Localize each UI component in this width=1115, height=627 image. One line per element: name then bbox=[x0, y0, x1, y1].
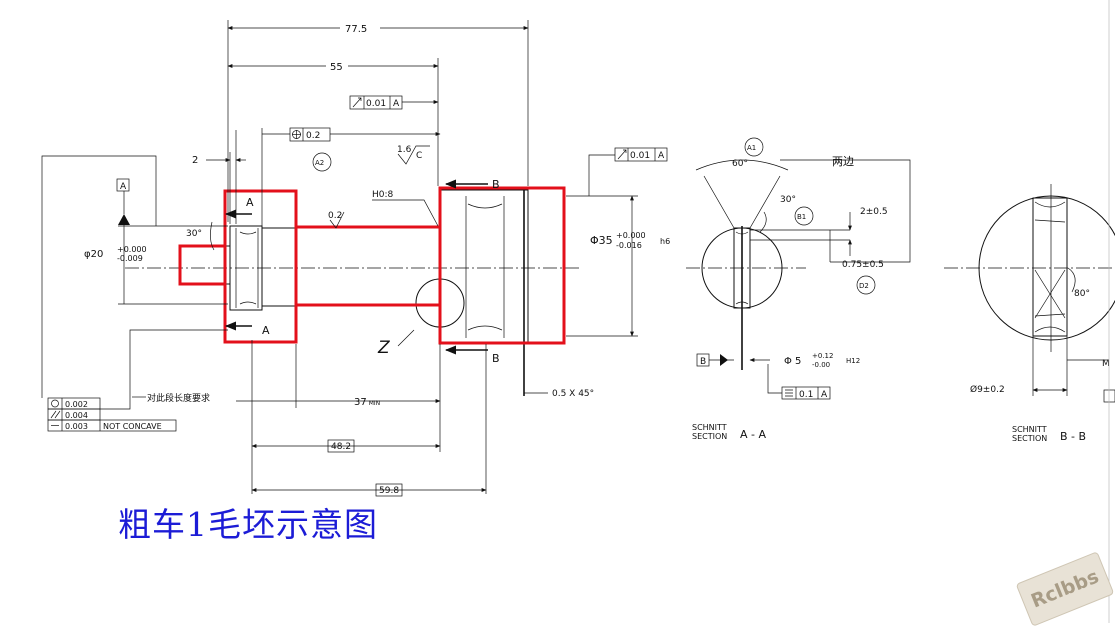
gdt-runout-right: 0.01 A bbox=[588, 147, 668, 196]
svg-text:-0.009: -0.009 bbox=[117, 254, 143, 263]
fit-h08-label: H0:8 bbox=[372, 190, 394, 200]
section-a-angle-60: 60° bbox=[732, 159, 748, 169]
section-a-title-3: A - A bbox=[740, 428, 766, 441]
svg-text:-0.016: -0.016 bbox=[616, 241, 642, 250]
balloon-b1 bbox=[794, 206, 814, 226]
section-b-angle-80: 80° bbox=[1074, 289, 1090, 299]
dim-length-59: 59.8 bbox=[379, 486, 399, 496]
balloon-d2 bbox=[856, 275, 876, 295]
section-a-top-label: A bbox=[246, 196, 254, 209]
shaft-large-flange bbox=[439, 189, 529, 345]
svg-text:A: A bbox=[393, 99, 400, 109]
svg-text:1.6: 1.6 bbox=[397, 145, 412, 155]
highlight-box-middle bbox=[296, 225, 440, 307]
section-b-title-3: B - B bbox=[1060, 430, 1086, 443]
datum-a-box bbox=[116, 178, 130, 192]
svg-text:0.01: 0.01 bbox=[630, 151, 650, 161]
section-a-angle-30: 30° bbox=[780, 195, 796, 205]
note-length-requirement: 对此段长度要求 bbox=[147, 392, 210, 404]
shaft-body bbox=[262, 227, 440, 307]
svg-text:H12: H12 bbox=[846, 357, 860, 365]
dim-dia35-main: Φ35 bbox=[590, 234, 613, 247]
section-b-title-2: SECTION bbox=[1012, 434, 1047, 443]
highlight-stub bbox=[178, 244, 225, 286]
svg-text:0.01: 0.01 bbox=[366, 99, 386, 109]
shaft-left-stub bbox=[179, 245, 231, 285]
svg-text:0.2: 0.2 bbox=[306, 131, 320, 141]
svg-text:A: A bbox=[821, 390, 828, 400]
dim-dia20-main: φ20 bbox=[84, 249, 103, 260]
svg-text:B: B bbox=[700, 357, 706, 367]
svg-text:0.003: 0.003 bbox=[65, 422, 88, 431]
dim-length-48: 48.2 bbox=[331, 442, 351, 452]
svg-text:0.002: 0.002 bbox=[65, 400, 88, 409]
angle-30-left: 30° bbox=[186, 229, 202, 239]
section-a-title-1: SCHNITT bbox=[692, 423, 727, 432]
svg-text:-0.00: -0.00 bbox=[812, 361, 830, 369]
dim-length-55: 55 bbox=[330, 62, 343, 73]
balloon-a2 bbox=[312, 152, 332, 172]
svg-text:0.1: 0.1 bbox=[799, 390, 813, 400]
top-dimensions: 77.5 55 0.01 A 0.2 2 bbox=[192, 20, 529, 229]
svg-text:A: A bbox=[120, 182, 127, 192]
surface-roughness-1-6: 1.6 C bbox=[397, 145, 430, 165]
section-a-a-view: 60° A1 两边 30° B1 2±0.5 0.75±0.5 D2 B Φ 5… bbox=[686, 137, 911, 441]
highlight-box-left bbox=[223, 189, 298, 344]
svg-text:C: C bbox=[416, 151, 422, 161]
svg-text:A1: A1 bbox=[747, 144, 756, 152]
section-b-bottom-label: B bbox=[492, 352, 500, 365]
highlight-box-right bbox=[438, 186, 566, 345]
shaft-collar bbox=[229, 225, 263, 311]
note-both-sides: 两边 bbox=[832, 155, 854, 168]
dim-length-2: 2 bbox=[192, 155, 198, 166]
gdt-position: 0.2 bbox=[261, 127, 441, 226]
surface-roughness-0-2: 0.2 bbox=[328, 211, 345, 229]
section-a-title-2: SECTION bbox=[692, 432, 727, 441]
dim-dia5-main: Φ 5 bbox=[784, 356, 801, 367]
gdt-cross-hole: 0.1 A bbox=[767, 364, 831, 400]
svg-text:+0.12: +0.12 bbox=[812, 352, 833, 360]
dim-2-0-5: 2±0.5 bbox=[860, 207, 888, 217]
section-b-b-view: 80° Ø9±0.2 M SCHNITT SECTION B - B bbox=[944, 184, 1115, 443]
dim-chamfer: 0.5 X 45° bbox=[552, 389, 594, 399]
edge-label-m: M bbox=[1102, 359, 1110, 369]
drawing-caption: 粗车1毛坯示意图 bbox=[118, 505, 378, 544]
dim-overall-length: 77.5 bbox=[345, 24, 367, 35]
section-b-top-label: B bbox=[492, 178, 500, 191]
svg-text:0.004: 0.004 bbox=[65, 411, 88, 420]
section-b-title-1: SCHNITT bbox=[1012, 425, 1047, 434]
shaft-main-view: Z A A B B bbox=[125, 178, 580, 396]
svg-text:h6: h6 bbox=[660, 237, 670, 246]
right-dimensions: 0.01 A Φ35 +0.000 -0.016 h6 bbox=[566, 147, 670, 337]
svg-text:+0.000: +0.000 bbox=[616, 231, 646, 240]
detail-z-label: Z bbox=[377, 338, 390, 358]
gdt-tolerance-stack: 0.002 0.004 0.003 NOT CONCAVE bbox=[47, 329, 228, 432]
svg-text:+0.000: +0.000 bbox=[117, 245, 147, 254]
section-b-bore bbox=[1032, 197, 1068, 337]
left-dimensions: A φ20 +0.000 -0.009 30° 0.002 0.004 0.00 bbox=[41, 155, 228, 432]
svg-text:NOT CONCAVE: NOT CONCAVE bbox=[103, 422, 162, 431]
dim-dia9: Ø9±0.2 bbox=[970, 384, 1005, 395]
dim-0-75: 0.75±0.5 bbox=[842, 260, 884, 270]
svg-text:D2: D2 bbox=[859, 282, 869, 290]
balloon-a1 bbox=[744, 137, 764, 157]
gdt-runout-top: 0.01 A bbox=[349, 95, 439, 110]
svg-text:B1: B1 bbox=[797, 213, 806, 221]
svg-text:A: A bbox=[658, 151, 665, 161]
svg-text:A2: A2 bbox=[315, 159, 324, 167]
svg-text:0.2: 0.2 bbox=[328, 211, 342, 221]
section-a-bottom-label: A bbox=[262, 324, 270, 337]
